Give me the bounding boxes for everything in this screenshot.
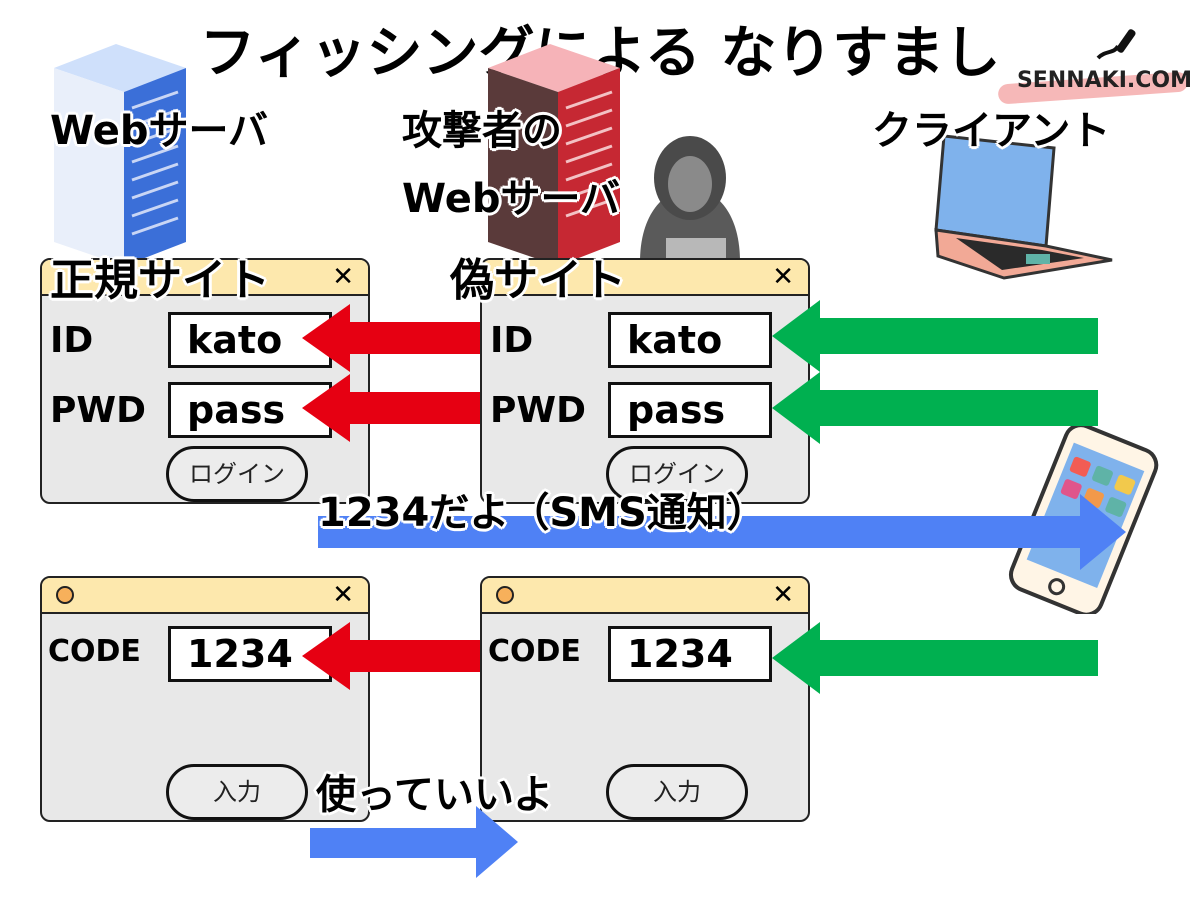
attacker-server-icon <box>488 44 740 266</box>
window-titlebar: ✕ <box>482 578 808 614</box>
code-field[interactable]: 1234 <box>608 626 772 682</box>
brand-logo: SENNAKI.COM <box>1016 68 1192 93</box>
pwd-label: PWD <box>490 390 586 431</box>
web-server-icon <box>54 44 186 266</box>
window-titlebar: ✕ <box>42 260 368 296</box>
smartphone-icon <box>1008 424 1159 614</box>
close-icon[interactable]: ✕ <box>332 262 354 292</box>
client-arrow-id <box>772 300 1098 372</box>
attacker-label-line2: Webサーバ <box>402 176 621 222</box>
web-server-label: Webサーバ <box>50 108 269 154</box>
pwd-field[interactable]: pass <box>608 382 772 438</box>
status-dot-icon <box>56 586 74 604</box>
status-dot-icon <box>496 586 514 604</box>
login-button[interactable]: ログイン <box>166 446 308 502</box>
fake-site-label: 偽サイト <box>450 255 626 306</box>
code-label: CODE <box>48 634 141 669</box>
fake-login-window: ✕ ID kato PWD pass ログイン <box>480 258 810 504</box>
client-arrow-code <box>772 622 1098 694</box>
pwd-label: PWD <box>50 390 146 431</box>
client-label: クライアント <box>872 108 1111 154</box>
attacker-label-line1: 攻撃者の <box>402 108 562 154</box>
laptop-icon <box>934 134 1113 280</box>
ok-message: 使っていいよ <box>316 772 554 818</box>
close-icon[interactable]: ✕ <box>772 262 794 292</box>
close-icon[interactable]: ✕ <box>332 580 354 610</box>
submit-button[interactable]: 入力 <box>166 764 308 820</box>
code-label: CODE <box>488 634 581 669</box>
close-icon[interactable]: ✕ <box>772 580 794 610</box>
window-titlebar: ✕ <box>42 578 368 614</box>
id-label: ID <box>50 320 94 361</box>
brush-icon <box>1096 29 1136 60</box>
window-titlebar: ✕ <box>482 260 808 296</box>
submit-button[interactable]: 入力 <box>606 764 748 820</box>
sms-message: 1234だよ（SMS通知） <box>318 490 767 536</box>
id-field[interactable]: kato <box>168 312 332 368</box>
id-field[interactable]: kato <box>608 312 772 368</box>
code-field[interactable]: 1234 <box>168 626 332 682</box>
pwd-field[interactable]: pass <box>168 382 332 438</box>
hacker-icon <box>640 136 740 262</box>
id-label: ID <box>490 320 534 361</box>
fake-code-window: ✕ CODE 1234 入力 <box>480 576 810 822</box>
legit-site-label: 正規サイト <box>50 255 270 306</box>
